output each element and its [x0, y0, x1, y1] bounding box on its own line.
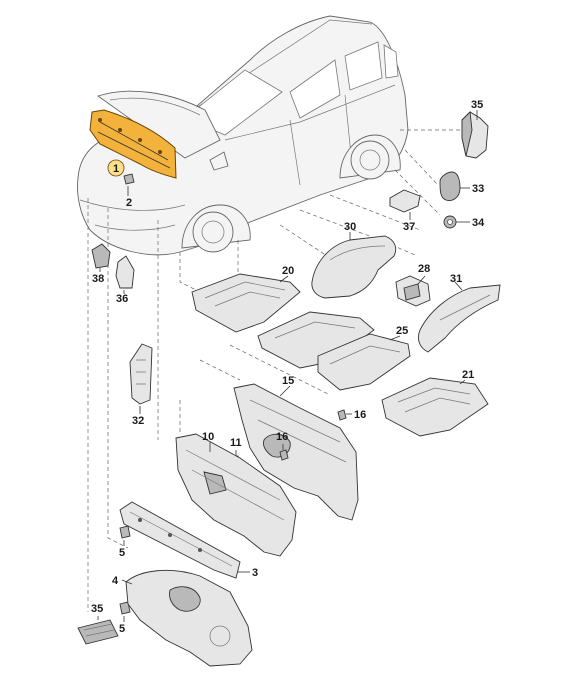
- part-15-bulkhead-insulation[interactable]: [233, 383, 359, 521]
- callout-16-right: 16: [354, 409, 366, 421]
- callout-35-bottom: 35: [91, 603, 103, 615]
- part-33-cap[interactable]: [439, 171, 461, 201]
- callout-2: 2: [126, 197, 132, 209]
- callout-21: 21: [462, 369, 474, 381]
- part-10-firewall-insulation[interactable]: [175, 433, 297, 557]
- callout-1: 1: [113, 163, 119, 175]
- part-32-side-strip[interactable]: [129, 343, 153, 405]
- callout-30: 30: [344, 221, 356, 233]
- callout-37: 37: [403, 221, 415, 233]
- callout-25: 25: [396, 325, 408, 337]
- part-16-clip-left[interactable]: [279, 449, 289, 461]
- part-38-bracket[interactable]: [91, 243, 111, 269]
- callout-28: 28: [418, 263, 430, 275]
- part-30-wheelhouse-insulation[interactable]: [311, 235, 397, 299]
- part-37-pad[interactable]: [389, 189, 421, 213]
- part-20-floor-insulation[interactable]: [191, 273, 301, 333]
- callout-34: 34: [472, 217, 485, 229]
- callout-labels: 1 2 35 33 34 37 30 28 31 20 25 21 15 16 …: [91, 99, 485, 635]
- dashed-guides: [87, 129, 460, 612]
- callout-36: 36: [116, 293, 128, 305]
- part-2-clip[interactable]: [123, 173, 135, 185]
- callout-33: 33: [472, 183, 484, 195]
- part-1-hood-insulation[interactable]: [89, 109, 177, 179]
- callout-5-lower: 5: [119, 623, 125, 635]
- callout-3: 3: [252, 567, 258, 579]
- part-36-bracket[interactable]: [115, 255, 135, 289]
- part-5-clip-upper[interactable]: [119, 525, 131, 539]
- part-3-cowl-strip[interactable]: [119, 501, 241, 579]
- callout-35-top: 35: [471, 99, 483, 111]
- callout-32: 32: [132, 415, 144, 427]
- callout-10: 10: [202, 431, 214, 443]
- part-4-dashboard-insulation[interactable]: [125, 569, 253, 667]
- callout-15: 15: [282, 375, 294, 387]
- callout-38: 38: [92, 273, 104, 285]
- callout-20: 20: [282, 265, 294, 277]
- part-5-clip-lower[interactable]: [119, 601, 131, 615]
- vehicle-outline: [77, 15, 409, 256]
- callout-31: 31: [450, 273, 462, 285]
- part-31-trunk-insulation[interactable]: [417, 284, 501, 353]
- callout-5-upper: 5: [119, 547, 125, 559]
- callout-11: 11: [230, 437, 242, 449]
- part-16-clip-right[interactable]: [337, 409, 347, 421]
- part-21-rear-floor-insulation[interactable]: [381, 377, 489, 437]
- callout-leaders: [97, 110, 478, 622]
- callout-16-left: 16: [276, 431, 288, 443]
- part-35-foam-pad[interactable]: [77, 619, 119, 645]
- callout-4: 4: [112, 575, 119, 587]
